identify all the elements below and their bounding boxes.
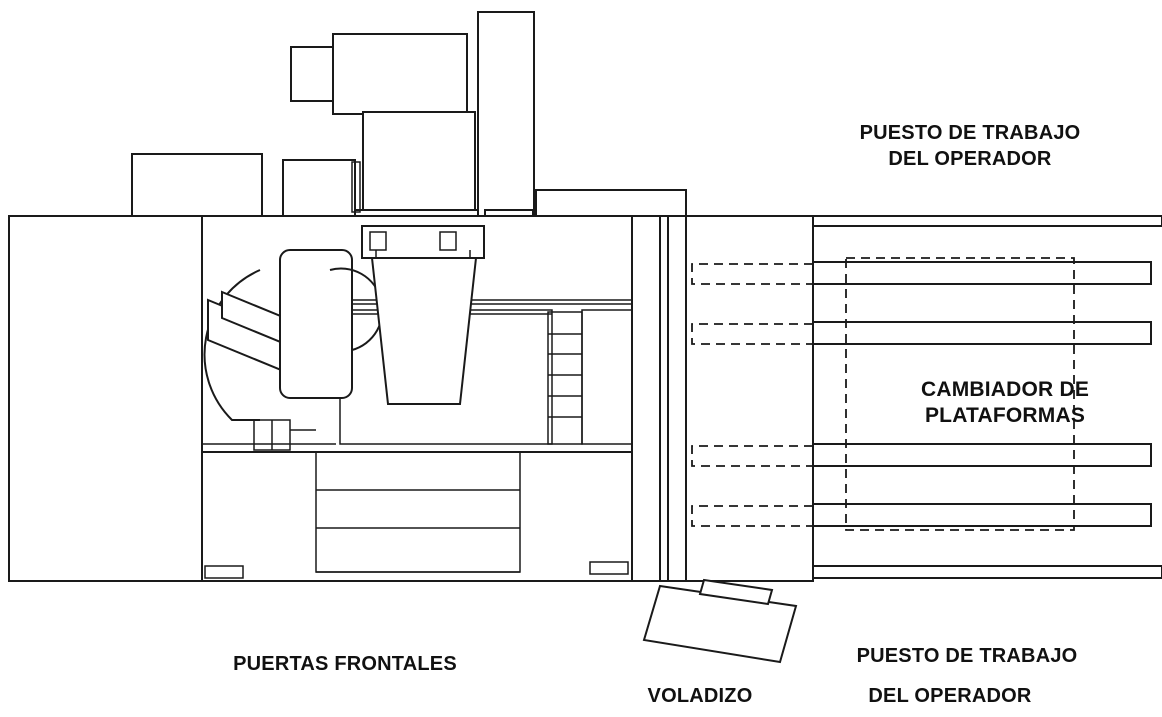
- label-pallet-changer-line1: CAMBIADOR DE: [920, 378, 1090, 401]
- label-pallet-changer-line2: PLATAFORMAS: [924, 404, 1086, 427]
- top-block-right: [535, 189, 687, 219]
- operator-pendant: [642, 578, 798, 664]
- column-tower: [477, 11, 535, 219]
- label-operator-station-top-line2: DEL OPERADOR: [888, 148, 1052, 170]
- tool-magazine: [203, 249, 384, 421]
- label-operator-station-bottom-line2: DEL OPERADOR: [868, 685, 1032, 707]
- label-front-doors-text: PUERTAS FRONTALES: [233, 653, 457, 675]
- spindle-head: [361, 225, 485, 405]
- label-front-doors: PUERTAS FRONTALES: [205, 651, 485, 677]
- label-operator-station-top-line1: PUESTO DE TRABAJO: [859, 122, 1081, 144]
- label-pallet-changer: CAMBIADOR DE PLATAFORMAS: [880, 377, 1130, 429]
- left-cabinet-box: [131, 153, 361, 225]
- label-operator-station-top: PUESTO DE TRABAJO DEL OPERADOR: [820, 120, 1120, 172]
- label-cantilever: VOLADIZO: [647, 685, 753, 707]
- label-operator-station-bottom-line1: PUESTO DE TRABAJO: [856, 645, 1078, 667]
- pallet-changer: [691, 215, 1162, 579]
